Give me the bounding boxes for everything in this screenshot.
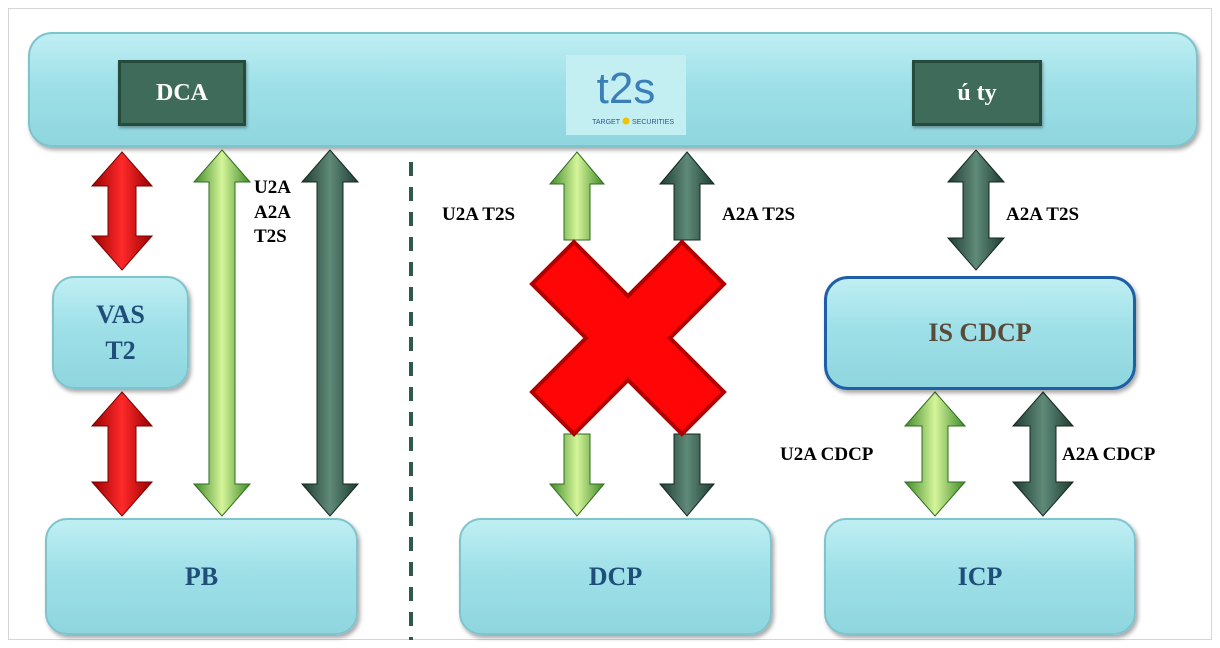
vas-t2-box: VAS T2 bbox=[52, 276, 189, 389]
dark-double-arrow-entity-iscdcp bbox=[946, 149, 1006, 271]
dca-box: DCA bbox=[118, 60, 246, 126]
pb-label: PB bbox=[184, 561, 219, 591]
dcp-label: DCP bbox=[588, 561, 643, 591]
icp-a2a-label: A2A CDCP bbox=[1062, 444, 1156, 465]
vas-t2-label: VAS T2 bbox=[96, 300, 145, 365]
icp-box: ICP bbox=[824, 518, 1136, 635]
green-arrow-dcp-upper bbox=[548, 151, 606, 241]
green-double-arrow-iscdcp-icp bbox=[903, 391, 967, 517]
green-arrow-dcp-lower bbox=[548, 433, 606, 517]
icp-u2a-label: U2A CDCP bbox=[780, 444, 874, 465]
dark-arrow-dcp-upper bbox=[658, 151, 716, 241]
logo-dot-icon bbox=[622, 117, 630, 125]
blocked-cross-icon bbox=[529, 239, 727, 437]
dcp-u2a-label: U2A T2S bbox=[442, 204, 516, 225]
icp-label: ICP bbox=[957, 561, 1003, 591]
logo-caption-left: TARGET bbox=[592, 119, 621, 126]
red-double-arrow-dca-vas bbox=[90, 151, 154, 271]
red-double-arrow-vas-pb bbox=[90, 391, 154, 517]
entity-box: ú ty bbox=[912, 60, 1042, 126]
dark-double-arrow-iscdcp-icp bbox=[1011, 391, 1075, 517]
t2s-logo: t2s TARGET SECURITIES bbox=[566, 55, 686, 135]
t2s-logo-icon: t2s TARGET SECURITIES bbox=[592, 64, 674, 126]
is-cdcp-label: IS CDCP bbox=[928, 318, 1032, 347]
logo-caption-right: SECURITIES bbox=[632, 119, 674, 126]
dca-label: DCA bbox=[156, 79, 208, 106]
entity-label: ú ty bbox=[957, 79, 997, 106]
dcp-box: DCP bbox=[459, 518, 772, 635]
pb-arrow-label: U2A A2A T2S bbox=[254, 177, 291, 248]
t2s-logo-mark: t2s bbox=[597, 64, 656, 113]
dark-double-arrow-dca-pb bbox=[300, 149, 360, 517]
dcp-a2a-label: A2A T2S bbox=[722, 204, 796, 225]
iscdcp-a2a-label: A2A T2S bbox=[1006, 204, 1080, 225]
pb-box: PB bbox=[45, 518, 358, 635]
is-cdcp-box: IS CDCP bbox=[824, 276, 1136, 390]
dark-arrow-dcp-lower bbox=[658, 433, 716, 517]
green-double-arrow-dca-pb bbox=[192, 149, 252, 517]
